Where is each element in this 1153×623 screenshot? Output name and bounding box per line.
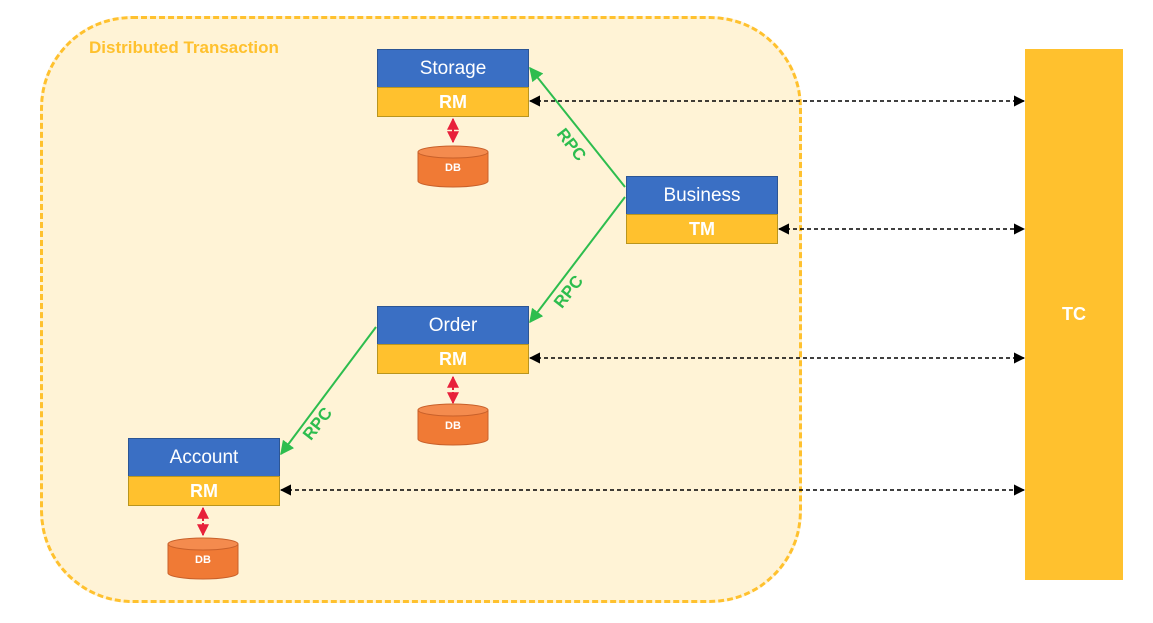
node-account-name: Account bbox=[128, 438, 280, 476]
node-storage: Storage RM bbox=[377, 49, 529, 117]
rpc-line-business-storage bbox=[529, 66, 626, 188]
node-storage-role: RM bbox=[377, 87, 529, 117]
node-order-name: Order bbox=[377, 306, 529, 344]
db-label: DB bbox=[445, 162, 461, 174]
tc-box: TC bbox=[1025, 49, 1123, 580]
node-storage-name: Storage bbox=[377, 49, 529, 87]
node-account: Account RM bbox=[128, 438, 280, 506]
db-storage: DB bbox=[417, 145, 489, 188]
node-order-role: RM bbox=[377, 344, 529, 374]
node-business-role: TM bbox=[626, 214, 778, 244]
database-icon bbox=[167, 537, 239, 580]
node-business-name: Business bbox=[626, 176, 778, 214]
node-account-role: RM bbox=[128, 476, 280, 506]
db-label: DB bbox=[195, 554, 211, 566]
node-order: Order RM bbox=[377, 306, 529, 374]
node-business: Business TM bbox=[626, 176, 778, 244]
rpc-line-business-order bbox=[529, 196, 626, 324]
database-icon bbox=[417, 403, 489, 446]
region-title: Distributed Transaction bbox=[89, 38, 279, 57]
db-order: DB bbox=[417, 403, 489, 446]
tc-label: TC bbox=[1062, 304, 1086, 324]
db-account: DB bbox=[167, 537, 239, 580]
database-icon bbox=[417, 145, 489, 188]
rpc-line-order-account bbox=[280, 326, 377, 456]
db-label: DB bbox=[445, 420, 461, 432]
